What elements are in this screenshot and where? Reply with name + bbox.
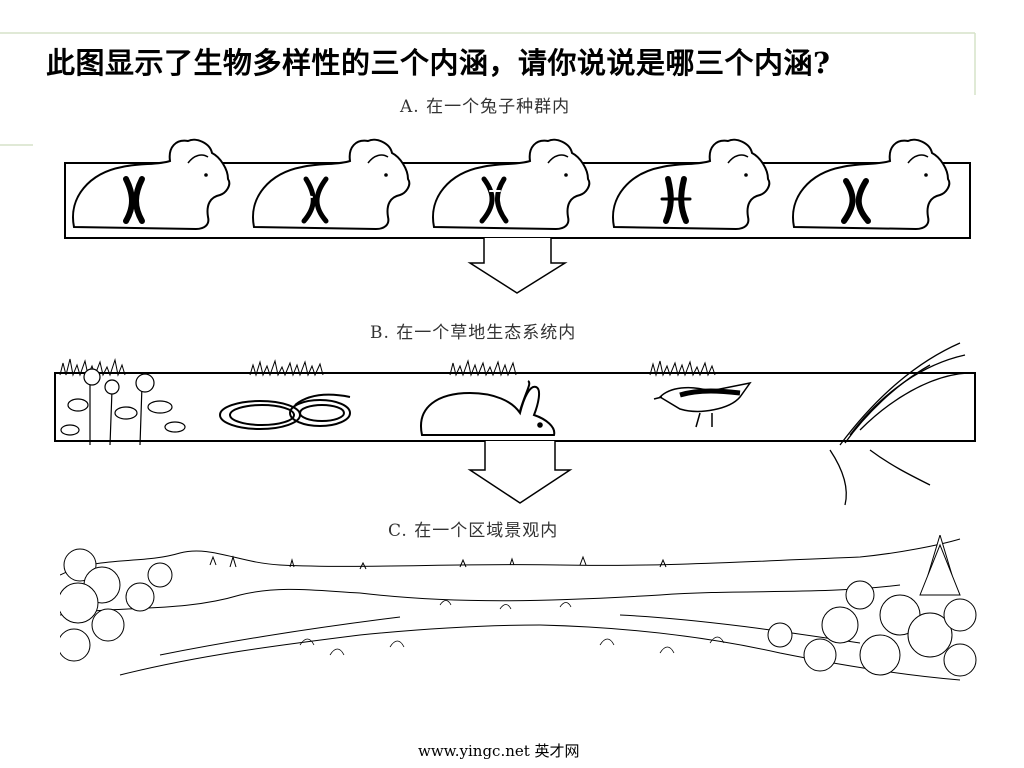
rabbit-1 (72, 138, 231, 230)
grass-plant-icon (829, 342, 969, 506)
rabbit-3 (432, 138, 591, 230)
snake-icon (219, 393, 351, 430)
chromosome-pair-icon (123, 176, 145, 224)
flowering-plant-icon (60, 368, 186, 446)
chromosome-pair-icon (841, 178, 871, 224)
tree-cluster-icon (60, 548, 173, 662)
panel-b-caption: B. 在一个草地生态系统内 (370, 323, 577, 343)
bird-icon (653, 381, 752, 428)
chromosome-pair-icon (299, 176, 329, 224)
slide-footer: www.yingc.net 英才网 (418, 742, 580, 760)
arrow-down-icon (467, 441, 573, 504)
shrub-marks (299, 600, 725, 656)
forest-icon (767, 535, 977, 677)
slide-title: 此图显示了生物多样性的三个内涵，请你说说是哪三个内涵? (46, 46, 831, 80)
rabbit-4 (612, 138, 771, 230)
rabbit-icon (420, 380, 556, 436)
chromosome-pair-icon (479, 176, 509, 224)
panel-c-caption: C. 在一个区域景观内 (388, 521, 559, 541)
arrow-down-icon (467, 238, 568, 294)
rabbit-5 (792, 138, 951, 230)
chromosome-pair-icon (660, 176, 692, 224)
panel-c-regional-landscape (60, 535, 977, 681)
panel-b-grassland-ecosystem (54, 342, 976, 506)
panel-a-caption: A. 在一个兔子种群内 (400, 97, 571, 117)
panel-a-rabbit-population (64, 138, 971, 294)
rabbit-2 (252, 138, 411, 230)
